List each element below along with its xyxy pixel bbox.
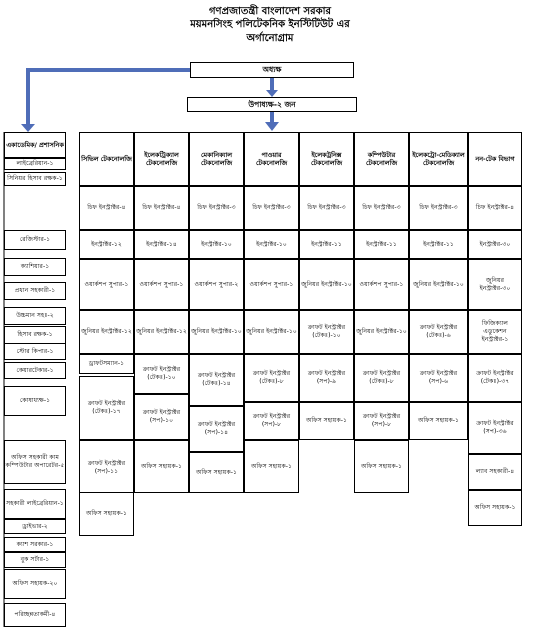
admin-item: ড্রাইভার-২ (4, 519, 66, 534)
department-cell: ইনস্ট্রাক্টর-৩০ (468, 230, 522, 259)
department-cell: চিফ ইনস্ট্রাক্টর-৩ (354, 186, 409, 230)
department-cell: ওয়ার্কশপ সুপার-১ (79, 259, 134, 310)
department-cell: ইনস্ট্রাক্টর-১০ (189, 230, 244, 259)
department-cell: ক্রাফট ইনস্ট্রাক্টর (টেকঃ)-৮ (354, 354, 409, 402)
arrow-to-departments (265, 122, 279, 131)
department-cell: জুনিয়র ইনস্ট্রাক্টর-১০ (189, 310, 244, 354)
department-cell: ওয়ার্কশপ সুপার-১ (134, 259, 189, 310)
department-cell: ল্যাব সহকারী-৪ (468, 454, 522, 490)
department-header: ইলেকট্রিক্যাল টেকনোলজি (134, 132, 189, 186)
department-header: কম্পিউটার টেকনোলজি (354, 132, 409, 186)
department-cell: অফিস সহায়ক-১ (79, 492, 134, 536)
department-cell: ক্রাফট ইনস্ট্রাক্টর (টেকঃ)-৮ (244, 354, 299, 402)
admin-item: পরিচ্ছন্নতাকর্মী-৪ (4, 603, 66, 627)
department-cell: চিফ ইনস্ট্রাক্টর-৩ (244, 186, 299, 230)
department-header: মেকানিক্যাল টেকনোলজি (189, 132, 244, 186)
department-cell: ফিজিক্যাল এডুকেশন ইনস্ট্রাক্টর-১ (468, 310, 522, 354)
admin-item: ক্যাশিয়ার-১ (4, 258, 66, 276)
arrow-to-vice (266, 90, 278, 97)
department-cell: ইনস্ট্রাক্টর-১১ (299, 230, 354, 259)
admin-item: বুক সর্টার-১ (4, 552, 66, 568)
department-header: পাওয়ার টেকনোলজি (244, 132, 299, 186)
department-cell: ক্রাফট ইনস্ট্রাক্টর (সপ)-৩৬ (468, 402, 522, 454)
arrow-to-admin (21, 124, 35, 132)
department-cell: ইনস্ট্রাক্টর-১১ (409, 230, 468, 259)
department-cell: অফিস সহায়ক-১ (134, 440, 189, 493)
department-cell: জুনিয়র ইনস্ট্রাক্টর-১০ (299, 259, 354, 310)
department-cell: ক্রাফট ইনস্ট্রাক্টর (টেকঃ)-১৪ (189, 354, 244, 406)
department-header: ইলেকট্রো-মেডিক্যাল টেকনোলজি (409, 132, 468, 186)
department-cell: ওয়ার্কশপ সুপার-১ (354, 259, 409, 310)
department-cell: ক্রাফট ইনস্ট্রাক্টর (সপ)-৮ (244, 402, 299, 440)
department-cell: চিফ ইনস্ট্রাক্টর-৪ (79, 186, 134, 230)
department-cell: অফিস সহায়ক-১ (299, 402, 354, 440)
admin-item: কোষাধ্যক্ষ-১ (4, 386, 66, 416)
department-cell: ক্রাফট ইনস্ট্রাক্টর (সপ)-১১ (79, 440, 134, 496)
department-cell: ইনস্ট্রাক্টর-১১ (354, 230, 409, 259)
department-header: ইলেকট্রনিক্স টেকনোলজি (299, 132, 354, 186)
department-cell: অফিস সহায়ক-১ (354, 440, 409, 493)
department-cell: জুনিয়র ইনস্ট্রাক্টর-১২ (134, 310, 189, 354)
department-cell: ওয়ার্কশপ সুপার-২ (189, 259, 244, 310)
department-cell: জুনিয়র ইনস্ট্রাক্টর-১০ (409, 259, 468, 310)
department-cell: চিফ ইনস্ট্রাক্টর-৩ (299, 186, 354, 230)
vice-principal-box: উপাধ্যক্ষ-২ জন (187, 97, 357, 112)
department-cell: জুনিয়র ইনস্ট্রাক্টর-১০ (354, 310, 409, 354)
department-cell: ক্রাফট ইনস্ট্রাক্টর (টেকঃ)-৩৭ (468, 354, 522, 402)
admin-item: রেজিস্টার-১ (4, 230, 66, 250)
department-cell: ড্রাফটসম্যান-১ (79, 354, 134, 374)
admin-item: প্রধান সহকারী-১ (4, 282, 66, 300)
department-cell: জুনিয়র ইনস্ট্রাক্টর-১২ (79, 310, 134, 354)
department-cell: ক্রাফট ইনস্ট্রাক্টর (সপ)-৯ (299, 354, 354, 402)
department-cell: চিফ ইনস্ট্রাক্টর-৪ (468, 186, 522, 230)
admin-item: হিসাব রক্ষক-১ (4, 326, 66, 344)
department-cell: ক্রাফট ইনস্ট্রাক্টর (টেকঃ)-১৭ (79, 376, 134, 440)
department-header: সিভিল টেকনোলজি (79, 132, 134, 186)
admin-item: সহকারী লাইব্রেরিয়ান-১ (4, 489, 66, 519)
department-cell: চিফ ইনস্ট্রাক্টর-৩ (189, 186, 244, 230)
department-cell: ক্রাফট ইনস্ট্রাক্টর (টেকঃ)-১০ (299, 310, 354, 354)
department-cell: চিফ ইনস্ট্রাক্টর-৪ (134, 186, 189, 230)
department-cell: ক্রাফট ইনস্ট্রাক্টর (টেকঃ)-৬ (409, 310, 468, 354)
department-cell: ইনস্ট্রাক্টর-১২ (79, 230, 134, 259)
title-line-1: গণপ্রজাতন্ত্রী বাংলাদেশ সরকার (209, 6, 331, 17)
admin-item: সিনিয়র হিসাব রক্ষক-১ (4, 172, 66, 186)
department-cell: অফিস সহায়ক-১ (189, 452, 244, 493)
department-cell: ক্রাফট ইনস্ট্রাক্টর (টেকঃ)-১০ (134, 354, 189, 394)
admin-item: অফিস সহকারী কাম কম্পিউটার অপারেটর-৫ (4, 440, 66, 484)
department-cell: ক্রাফট ইনস্ট্রাক্টর (সপ)-৬ (409, 354, 468, 402)
admin-item: অফিস সহায়ক-২০ (4, 569, 66, 599)
department-cell: ক্রাফট ইনস্ট্রাক্টর (সপ)-৮ (354, 402, 409, 440)
title-line-3: অর্গানোগ্রাম (246, 33, 294, 44)
admin-item: স্টোর কিপার-১ (4, 343, 66, 360)
department-cell: জুনিয়র ইনস্ট্রাক্টর-৩০ (468, 259, 522, 310)
admin-header: একাডেমিক/ প্রশাসনিক (4, 132, 66, 158)
department-cell: ইনস্ট্রাক্টর-১০ (244, 230, 299, 259)
department-cell: ক্রাফট ইনস্ট্রাক্টর (সপ)-১০ (134, 394, 189, 440)
admin-item: লাইব্রেরিয়ান-১ (4, 158, 66, 170)
admin-item: কেয়ারটেকার-১ (4, 362, 66, 379)
admin-item: উচ্চমান সহঃ-২ (4, 307, 66, 325)
department-cell: জুনিয়র ইনস্ট্রাক্টর-১০ (244, 310, 299, 354)
principal-box: অধ্যক্ষ (190, 62, 354, 78)
title-line-2: ময়মনসিংহ পলিটেকনিক ইনস্টিটিউট এর (190, 19, 350, 30)
department-cell: অফিস সহায়ক-১ (468, 490, 522, 526)
department-cell: চিফ ইনস্ট্রাক্টর-৩ (409, 186, 468, 230)
department-cell: ইনস্ট্রাক্টর-১৪ (134, 230, 189, 259)
department-cell: ক্রাফট ইনস্ট্রাক্টর (সপ)-১৪ (189, 406, 244, 452)
admin-item: ক্যাশ সরকার-১ (4, 537, 66, 552)
department-cell: অফিস সহায়ক-১ (244, 440, 299, 493)
department-cell: অফিস সহায়ক-১ (409, 402, 468, 440)
department-cell: ওয়ার্কশপ সুপার-১ (244, 259, 299, 310)
department-header: নন-টেক বিভাগ (468, 132, 522, 186)
